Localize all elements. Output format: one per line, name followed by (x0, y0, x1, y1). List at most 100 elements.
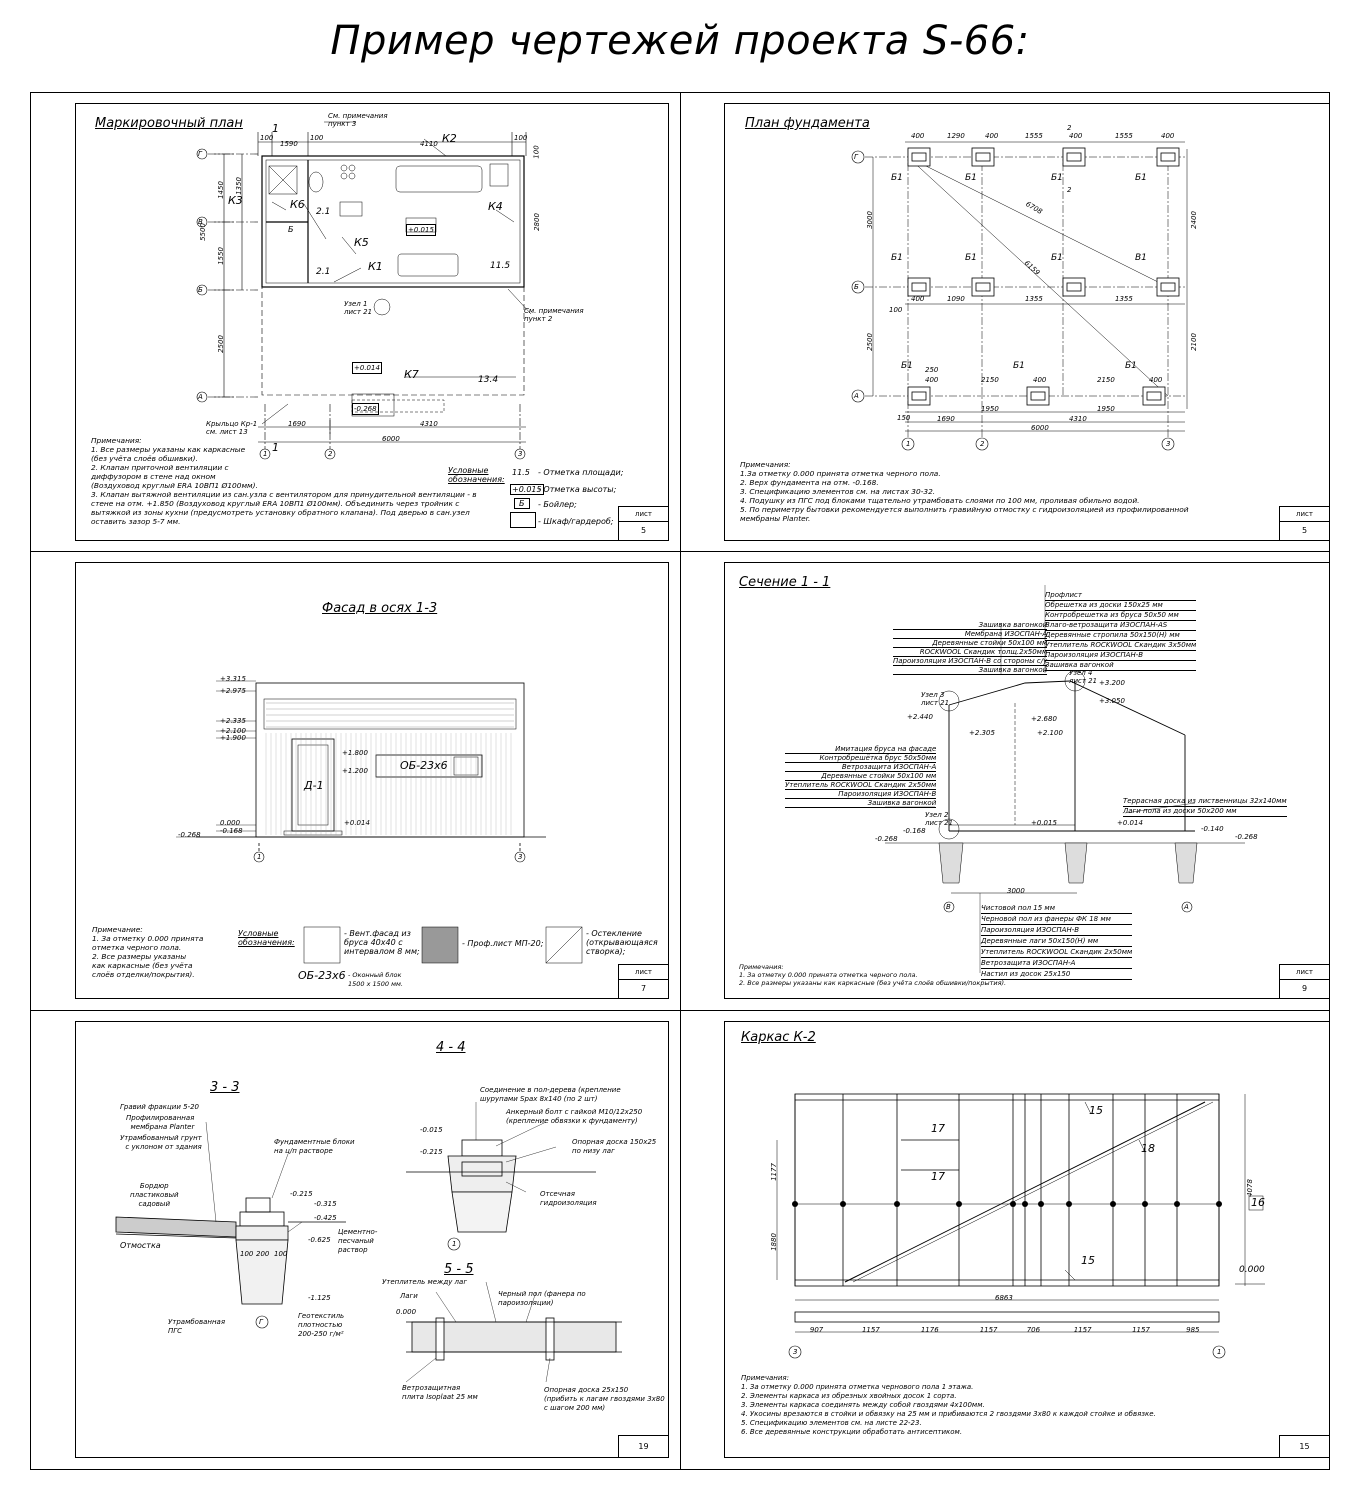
layer-item: Утеплитель ROCKWOOL Скандик 2х50мм (981, 948, 1133, 958)
mark-k1: К1 (368, 260, 383, 273)
area-mark: 11.5 (490, 261, 511, 271)
level: +2.335 (220, 717, 246, 725)
dim-total: 6000 (1031, 424, 1049, 432)
legend-sym: 11.5 (512, 468, 530, 477)
node-ref: Узел 2 лист 21 (925, 811, 954, 827)
level: +2.440 (907, 713, 933, 721)
layer-item: Деревянные лаги 50х150(Н) мм (981, 936, 1133, 947)
dim: 400 (1161, 132, 1175, 140)
legend-title: Условные обозначения: (448, 466, 505, 484)
mark-b1: Б1 (891, 253, 903, 263)
axis-v: В (198, 218, 203, 226)
dim: 1290 (947, 132, 965, 140)
stamp-number: 5 (640, 526, 647, 535)
window-mark: ОБ-23х6 (400, 759, 448, 772)
dim: 400 (911, 295, 925, 303)
level: +3.315 (220, 675, 246, 683)
cut-1-bottom: 1 (272, 441, 279, 454)
layer-item: Зашивка вагонкой (893, 666, 1048, 675)
layer-item: Настил из досок 25х150 (981, 969, 1133, 980)
mark-17: 17 (931, 1122, 945, 1135)
dim: 100 (310, 134, 324, 142)
level: -0.215 (420, 1148, 443, 1156)
dim: 3000 (1007, 887, 1025, 895)
legend-text: - Проф.лист МП-20; (462, 939, 544, 948)
mortar-label: Цементно- песчаный раствор (338, 1228, 378, 1254)
facade-drawing (176, 680, 583, 964)
axis-v: В (946, 903, 951, 911)
mark-18: 18 (1141, 1142, 1155, 1155)
layer-item: Утеплитель ROCKWOOL Скандик 2х50мм (785, 781, 937, 790)
level: -1.125 (308, 1294, 331, 1302)
cut-2-bottom: 2 (1067, 186, 1072, 194)
dim: 4310 (1069, 415, 1087, 423)
dim: 4078 (1245, 1179, 1254, 1197)
bolt-label: Анкерный болт с гайкой М10/12х250 (крепл… (506, 1108, 643, 1125)
insulation-label: Утеплитель между лаг (382, 1278, 468, 1286)
axis-a: А (854, 392, 859, 400)
level: -0.268 (1235, 833, 1258, 841)
section-drawing (885, 585, 1245, 973)
sheet-foundation-plan[interactable]: План фундамента (724, 103, 1330, 541)
plate-label: Ветрозащитная плита Isoplaat 25 мм (402, 1384, 478, 1401)
dim: 400 (1069, 132, 1083, 140)
layer-item: Ветрозащита ИЗОСПАН-А (785, 763, 937, 772)
dim: 1355 (1115, 295, 1133, 303)
dim: 2100 (1189, 333, 1198, 351)
legend-title: Условные обозначения: (238, 929, 295, 947)
dim: 1555 (1025, 132, 1043, 140)
sheet-facade[interactable]: Фасад в осях 1-3 (75, 562, 669, 999)
level: -0.168 (903, 827, 926, 835)
layer-item: ROCKWOOL Скандик толщ.2х50мм (893, 648, 1048, 657)
dim: 2400 (1189, 211, 1198, 229)
legend-text: - Бойлер; (538, 500, 577, 509)
stamp-number: 5 (1301, 526, 1308, 535)
level-zero: 0.000 (1239, 1265, 1265, 1275)
axis-a: А (1184, 903, 1189, 911)
axis-2: 2 (328, 450, 333, 458)
dim: 400 (1149, 376, 1163, 384)
mark-k7: К7 (404, 368, 419, 381)
layer-item: Лаги пола из доски 50х200 мм (1123, 807, 1287, 817)
layer-item: Имитация бруса на фасаде (785, 745, 937, 754)
dim: 1690 (937, 415, 955, 423)
mark-b1: Б1 (1125, 361, 1137, 371)
dim: 2500 (216, 335, 225, 353)
axis-1: 1 (906, 440, 911, 448)
mark-k6: К6 (290, 198, 305, 211)
dim: 1555 (1115, 132, 1133, 140)
sheet-foundation-sections[interactable]: 4 - 4 3 - 3 5 - 5 (75, 1021, 669, 1458)
dim: 400 (985, 132, 999, 140)
mark-b1: Б1 (1051, 173, 1063, 183)
dim: 1157 (1073, 1326, 1092, 1334)
dim: 250 (925, 366, 939, 374)
section-title-55: 5 - 5 (444, 1262, 474, 1277)
axis-g: Г (259, 1318, 263, 1326)
node-ref: Узел 1 лист 21 (344, 300, 373, 316)
layer-item: Обрешетка из доски 150х25 мм (1045, 601, 1197, 611)
level: -0.215 (290, 1190, 313, 1198)
porch-ref: Крыльцо Кр-1 см. лист 13 (206, 420, 258, 436)
mark-17: 17 (931, 1170, 945, 1183)
sheet-marking-plan[interactable]: Маркировочный план (75, 103, 669, 541)
level: -0.625 (308, 1236, 331, 1244)
layer-item: Влаго-ветрозащита ИЗОСПАН-AS (1045, 621, 1197, 631)
layer-item: Черновой пол из фанеры ФК 18 мм (981, 914, 1133, 925)
dim: 100 (260, 134, 274, 142)
sheet-stamp: 19 (618, 1435, 668, 1457)
marking-plan-drawing (196, 121, 532, 460)
layer-item: Террасная доска из лиственницы 32х140мм (1123, 797, 1287, 807)
sheet-section[interactable]: Сечение 1 - 1 П (724, 562, 1330, 999)
boiler-mark: Б (288, 225, 294, 234)
dim: 1880 (769, 1233, 778, 1251)
dim: 1950 (981, 405, 999, 413)
area-mark: 13.4 (478, 375, 499, 385)
area-mark: 2.1 (316, 267, 331, 277)
axis-g: Г (854, 153, 858, 161)
dim: 2500 (865, 333, 874, 351)
dim: 1176 (920, 1326, 939, 1334)
dim: 1177 (769, 1163, 778, 1181)
sheet-frame-k2[interactable]: Каркас К-2 1 (724, 1021, 1330, 1458)
mark-b1: Б1 (901, 361, 913, 371)
